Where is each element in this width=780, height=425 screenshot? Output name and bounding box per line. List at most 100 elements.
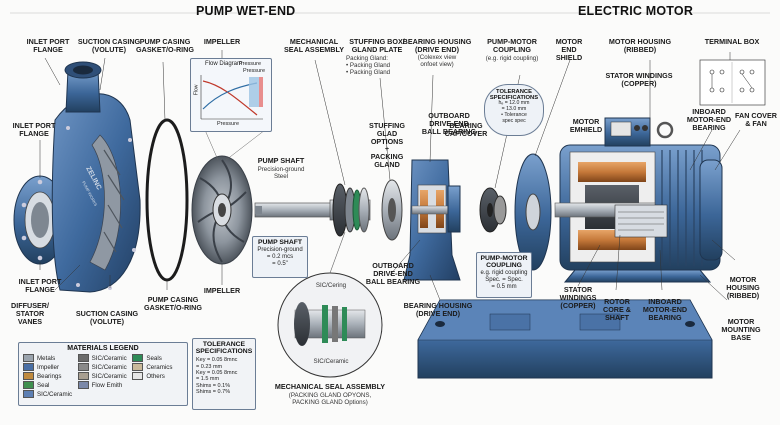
legend-swatch bbox=[132, 372, 144, 381]
legend-item: SIC/Ceramic bbox=[77, 363, 129, 372]
flow-diagram-pressure-top: Pressure bbox=[239, 61, 262, 67]
label-inlet-port-flange-left: INLET PORT FLANGE bbox=[12, 121, 56, 138]
label-outboard-bearing-bottom: OUTBOARD DRIVE-END BALL BEARING bbox=[365, 261, 421, 286]
legend-item: SIC/Ceramic bbox=[77, 354, 129, 363]
label-outboard-bearing-top: OUTBOARD DRIVE-END BALL BEARING bbox=[421, 111, 477, 136]
label-bearing-cap: BEARING CAP/COVER bbox=[444, 121, 488, 138]
label-inlet-port-flange-bottom: INLET PORT FLANGE bbox=[18, 277, 62, 294]
seal-magnifier-art bbox=[277, 231, 383, 378]
tolerance-box-bottom-body: Key = 0.05 8mnc = 0.23 mm Key = 0.05 8mn… bbox=[196, 357, 238, 395]
coupling-art bbox=[479, 187, 507, 233]
label-rotor-core: ROTOR CORE & SHAFT bbox=[603, 297, 631, 322]
legend-label: Seal bbox=[37, 381, 50, 389]
legend-label: Ceramics bbox=[146, 363, 173, 371]
legend-label: Metals bbox=[37, 354, 56, 362]
base-plate-art bbox=[417, 299, 713, 379]
flow-diagram-inset: Flow Diagram Pressure Pressure Flow Pres… bbox=[190, 58, 272, 132]
label-mechanical-seal-top: MECHANICAL SEAL ASSEMBLY bbox=[283, 37, 345, 54]
bearing-housing-art bbox=[403, 159, 461, 281]
motor-end-shield-art bbox=[514, 153, 552, 271]
gasket-oring-art bbox=[145, 118, 189, 282]
pump-shaft-box: PUMP SHAFT Precision-ground = 0.2 mcs = … bbox=[252, 236, 308, 278]
legend-item bbox=[132, 390, 183, 398]
label-motor-housing-bottom: MOTOR HOUSING (RIBBED) bbox=[726, 275, 760, 300]
flow-diagram-pressure-axis: Pressure bbox=[217, 121, 240, 127]
legend-swatch bbox=[132, 363, 144, 372]
legend-item: Metals bbox=[23, 354, 74, 363]
label-pump-motor-coupling-top-sub: (e.g. rigid coupling) bbox=[485, 55, 539, 62]
label-impeller-bottom: IMPELLER bbox=[203, 286, 241, 295]
legend-label: Seals bbox=[146, 354, 162, 362]
label-stator-windings-bottom: STATOR WINDINGS (COPPER) bbox=[559, 285, 597, 310]
terminal-box-schematic bbox=[699, 59, 766, 106]
legend-label: Others bbox=[146, 372, 165, 380]
label-bearing-housing-top: BEARING HOUSING (DRIVE END) bbox=[402, 37, 472, 54]
tolerance-box-top-title: TOLERANCE SPECIFICATIONS bbox=[489, 89, 539, 102]
label-sic-cering: SIC/Cering bbox=[315, 282, 347, 289]
legend-swatch bbox=[23, 354, 34, 363]
flow-diagram-flow-axis: Flow bbox=[193, 84, 200, 96]
legend-label: SIC/Ceramic bbox=[91, 372, 127, 380]
tolerance-box-bottom-title: TOLERANCE SPECIFICATIONS bbox=[195, 341, 253, 356]
electric-motor-art bbox=[554, 117, 723, 283]
legend-item: Flow Emith bbox=[77, 381, 129, 390]
pump-shaft-box-body: Precision-ground = 0.2 mcs = 0.5" bbox=[257, 247, 303, 267]
legend-item bbox=[132, 381, 183, 389]
label-stuffing-box-sub: Packing Gland: • Packing Gland • Packing… bbox=[346, 55, 391, 76]
flow-diagram-title: Flow Diagram bbox=[205, 61, 243, 67]
legend-label: SIC/Ceramic bbox=[91, 363, 127, 371]
label-mech-seal-bottom-sub: (PACKING GLAND OPYONS, PACKING GLAND Opt… bbox=[288, 392, 372, 406]
label-terminal-box: TERMINAL BOX bbox=[704, 37, 760, 46]
stuffing-box-art bbox=[381, 179, 403, 241]
materials-legend-title: MATERIALS LEGEND bbox=[67, 345, 139, 352]
coupling-box-title: PUMP-MOTOR COUPLING bbox=[480, 255, 528, 270]
label-diffuser: DIFFUSER/ STATOR VANES bbox=[11, 301, 49, 326]
flow-diagram-pressure-label: Pressure bbox=[243, 68, 266, 74]
label-motor-mounting-base: MOTOR MOUNTING BASE bbox=[721, 317, 761, 342]
label-inlet-port-flange-top: INLET PORT FLANGE bbox=[26, 37, 70, 54]
label-mech-seal-bottom: MECHANICAL SEAL ASSEMBLY bbox=[274, 382, 386, 391]
legend-item: Seals bbox=[132, 354, 183, 363]
tolerance-box-top-body: hₑ = 12.0 mm = 13.0 mm • Tolerance spec … bbox=[498, 100, 530, 125]
impeller-art bbox=[191, 155, 253, 265]
legend-swatch bbox=[132, 354, 144, 363]
label-stuffing-box: STUFFING BOX/ GLAND PLATE bbox=[349, 37, 405, 54]
tolerance-box-bottom: TOLERANCE SPECIFICATIONS Key = 0.05 8mnc… bbox=[192, 338, 256, 410]
legend-item: SIC/Ceramic bbox=[77, 372, 129, 381]
label-motor-end-shield: MOTOR END SHIELD bbox=[555, 37, 583, 62]
header-electric-motor: ELECTRIC MOTOR bbox=[578, 4, 694, 18]
legend-label: Flow Emith bbox=[91, 381, 123, 389]
legend-item bbox=[78, 390, 129, 398]
legend-item: Ceramics bbox=[132, 363, 183, 372]
legend-swatch bbox=[77, 381, 89, 390]
coupling-box: PUMP-MOTOR COUPLING e.g. rigid coupling … bbox=[476, 252, 532, 298]
label-pump-casing-gasket-bottom: PUMP CASING GASKET/O-RING bbox=[144, 295, 202, 312]
legend-swatch bbox=[23, 363, 34, 372]
tolerance-box-top: TOLERANCE SPECIFICATIONS hₑ = 12.0 mm = … bbox=[484, 84, 544, 136]
header-wet-end: PUMP WET-END bbox=[196, 4, 296, 18]
pump-shaft-box-title: PUMP SHAFT bbox=[257, 239, 303, 246]
label-motor-housing-top: MOTOR HOUSING (RIBBED) bbox=[608, 37, 672, 54]
legend-item: Seal bbox=[23, 381, 74, 390]
label-stuffing-glad-options: STUFFING GLAD OPTIONS + PACKING GLAND bbox=[369, 121, 405, 169]
label-pump-shaft: PUMP SHAFT bbox=[257, 156, 305, 165]
legend-label: SIC/Ceramic bbox=[37, 390, 73, 398]
legend-label: SIC/Ceramic bbox=[91, 354, 127, 362]
legend-item: SIC/Ceramic bbox=[23, 390, 74, 399]
legend-label: Impeller bbox=[37, 363, 60, 371]
label-stator-windings-top: STATOR WINDINGS (COPPER) bbox=[605, 71, 673, 88]
coupling-box-body: e.g. rigid coupling Spec. = Spec. = 0.5 … bbox=[480, 270, 528, 291]
legend-label: Bearings bbox=[37, 372, 62, 380]
label-fan-cover: FAN COVER & FAN bbox=[735, 111, 777, 128]
label-impeller-top: IMPELLER bbox=[203, 37, 241, 46]
legend-item: Impeller bbox=[23, 363, 74, 372]
label-pump-casing-gasket-top: PUMP CASING GASKET/O-RING bbox=[136, 37, 194, 54]
label-suction-casing-top: SUCTION CASING (VOLUTE) bbox=[77, 37, 141, 54]
volute-casing-art: ZELINC PUMP WORKS bbox=[13, 61, 141, 293]
label-pump-shaft-sub: Precision-ground Steel bbox=[257, 166, 305, 180]
flow-diagram-curves bbox=[200, 75, 263, 120]
